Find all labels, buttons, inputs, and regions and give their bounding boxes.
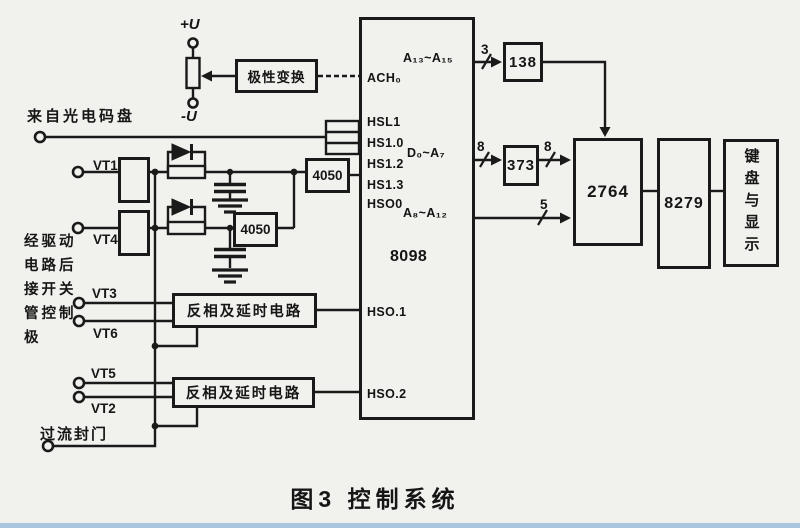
kdc-8279-block: 8279	[657, 138, 711, 269]
polarity-transform-label: 极性变换	[247, 70, 306, 85]
terminal-vt5	[72, 376, 86, 390]
hsi-bundle-lines	[326, 130, 359, 145]
diode1-icon	[171, 143, 193, 161]
delay1-feedback	[156, 328, 199, 348]
display-label: 键盘与显示	[742, 148, 760, 258]
invert-delay2-block: 反相及延时电路	[172, 377, 315, 408]
bus-slashes	[479, 53, 556, 226]
arrow-373-2764	[560, 154, 571, 166]
buffer2-out-wire	[278, 172, 296, 230]
arrow-wiper	[201, 70, 212, 82]
buffer1-4050-block: 4050	[305, 158, 350, 193]
vt1-label: VT1	[93, 158, 118, 173]
encoder-source-label: 来自光电码盘	[27, 108, 136, 125]
invert-delay1-label: 反相及延时电路	[186, 304, 303, 320]
pin-hs1-0: HS1.0	[367, 136, 404, 150]
vt3-label: VT3	[92, 286, 117, 301]
display-block: 键盘与显示	[723, 139, 779, 267]
pin-d0-a7: D₀~A₇	[407, 146, 445, 160]
decoder-label: 138	[508, 53, 538, 71]
buffer2-4050-block: 4050	[233, 212, 278, 247]
terminal-u-plus	[187, 37, 199, 49]
buffer1-label: 4050	[312, 168, 343, 183]
capacitor2-icon	[214, 247, 246, 259]
resistor1-icon	[166, 164, 207, 180]
u-minus-label: -U	[181, 108, 197, 125]
decoder-138-block: 138	[503, 42, 543, 82]
pin-a13-a15: A₁₃~A₁₅	[403, 51, 454, 65]
bus-width-8-in: 8	[477, 139, 485, 154]
cs-wire	[543, 60, 607, 130]
eprom-label: 2764	[587, 182, 629, 201]
bus-width-3: 3	[481, 42, 489, 57]
pin-hs1-3: HS1.3	[367, 178, 404, 192]
terminal-vt3	[72, 296, 86, 310]
latch-label: 373	[506, 157, 536, 174]
bus-width-8-out: 8	[544, 139, 552, 154]
pin-hsl1: HSL1	[367, 115, 401, 129]
vt5-label: VT5	[91, 366, 116, 381]
vt6-label: VT6	[93, 326, 118, 341]
drive-note-label: 经驱动 电路后 接开关 管控制 极	[24, 234, 77, 346]
mcu-label: 8098	[390, 248, 428, 265]
terminal-encoder	[33, 130, 47, 144]
eprom-2764-block: 2764	[573, 138, 643, 246]
pin-a8-a12: A₈~A₁₂	[403, 206, 448, 220]
ground2-icon	[212, 268, 248, 284]
ground1-icon	[212, 198, 248, 214]
arrow-cs-2764	[599, 127, 611, 137]
pin-hso0: HSO0	[367, 197, 403, 211]
bottom-divider	[0, 523, 800, 528]
arrowheads	[201, 56, 611, 224]
diode2-icon	[171, 198, 193, 216]
pin-ach0: ACH₀	[367, 71, 402, 85]
junction-dots	[151, 168, 298, 430]
overcurrent-label: 过流封门	[40, 426, 109, 443]
figure-caption: 图3 控制系统	[290, 486, 460, 512]
arrow-into-373	[491, 154, 502, 166]
input-terminals	[33, 37, 199, 453]
arrow-a8-2764	[560, 212, 571, 224]
polarity-transform-block: 极性变换	[235, 59, 318, 93]
pin-hso-1: HSO.1	[367, 305, 407, 319]
terminal-vt4	[71, 221, 85, 235]
terminal-vt2	[72, 390, 86, 404]
buffer2-label: 4050	[240, 222, 271, 237]
vt4-label: VT4	[93, 232, 118, 247]
capacitor1-icon	[214, 182, 246, 194]
common-bus	[53, 172, 157, 448]
terminal-overcurrent	[41, 439, 55, 453]
mcu-8098-block: ACH₀ HSL1 HS1.0 HS1.2 HS1.3 HSO0 HSO.1 H…	[359, 17, 475, 420]
u-plus-label: +U	[180, 16, 200, 33]
vt2-label: VT2	[91, 401, 116, 416]
terminal-vt6	[72, 314, 86, 328]
invert-delay1-block: 反相及延时电路	[172, 293, 317, 328]
isolator2-block	[118, 210, 150, 256]
hsi-bundle-box	[324, 119, 361, 156]
arrow-into-138	[491, 56, 502, 68]
delay2-feedback	[156, 408, 199, 428]
bus-width-5: 5	[540, 197, 548, 212]
pin-hso-2: HSO.2	[367, 387, 407, 401]
terminal-vt1	[71, 165, 85, 179]
terminal-u-minus	[187, 97, 199, 109]
potentiometer-icon	[185, 56, 201, 90]
resistor2-icon	[166, 220, 207, 236]
isolator1-block	[118, 157, 150, 203]
latch-373-block: 373	[503, 145, 539, 186]
pin-hs1-2: HS1.2	[367, 157, 404, 171]
kdc-label: 8279	[664, 194, 704, 212]
invert-delay2-label: 反相及延时电路	[185, 386, 302, 402]
